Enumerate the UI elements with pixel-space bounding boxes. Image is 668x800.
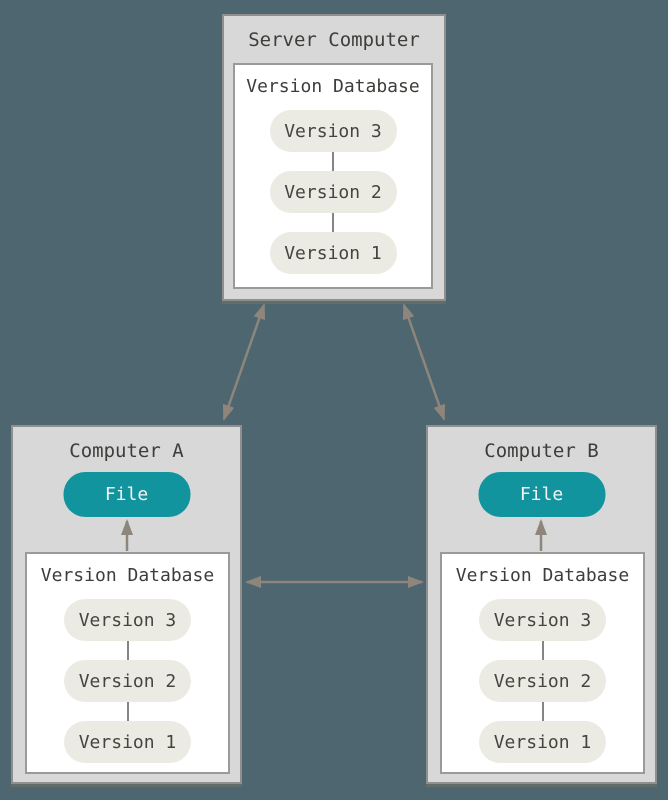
computer-b-version-database-box: Version Database Version 3 Version 2 Ver… (440, 552, 645, 774)
computer-b-version-2-pill: Version 2 (479, 660, 606, 702)
computer-b-version-1-pill: Version 1 (479, 721, 606, 763)
computer-b-file-pill: File (478, 472, 605, 517)
computer-a-version-1-pill: Version 1 (64, 721, 191, 763)
server-connector-2-1 (332, 213, 334, 232)
computer-a-version-2-pill: Version 2 (64, 660, 191, 702)
server-connector-3-2 (332, 152, 334, 171)
server-version-2-pill: Version 2 (269, 171, 397, 213)
computer-a-version-database-box: Version Database Version 3 Version 2 Ver… (25, 552, 230, 774)
computer-b-version-database-title: Version Database (455, 565, 630, 586)
computer-b-title: Computer B (484, 440, 599, 462)
computer-a-title: Computer A (69, 440, 184, 462)
server-computer-title: Server Computer (248, 29, 420, 51)
computer-a-connector-3-2 (126, 641, 129, 660)
server-version-3-pill: Version 3 (269, 110, 397, 152)
server-version-1-pill: Version 1 (269, 232, 397, 274)
computer-b-connector-2-1 (541, 702, 544, 721)
computer-b-box: Computer B File Version Database Version… (426, 425, 657, 784)
server-version-database-box: Version Database Version 3 Version 2 Ver… (233, 63, 433, 289)
computer-b-version-3-pill: Version 3 (479, 599, 606, 641)
computer-a-version-database-title: Version Database (40, 565, 215, 586)
server-computer-box: Server Computer Version Database Version… (222, 14, 446, 301)
computer-a-connector-2-1 (126, 702, 129, 721)
computer-b-connector-3-2 (541, 641, 544, 660)
computer-a-box: Computer A File Version Database Version… (11, 425, 242, 784)
arrow-server-computer-a (222, 303, 266, 421)
arrow-server-computer-b (402, 303, 446, 421)
computer-a-version-3-pill: Version 3 (64, 599, 191, 641)
computer-a-file-pill: File (63, 472, 190, 517)
server-version-database-title: Version Database (246, 76, 420, 97)
